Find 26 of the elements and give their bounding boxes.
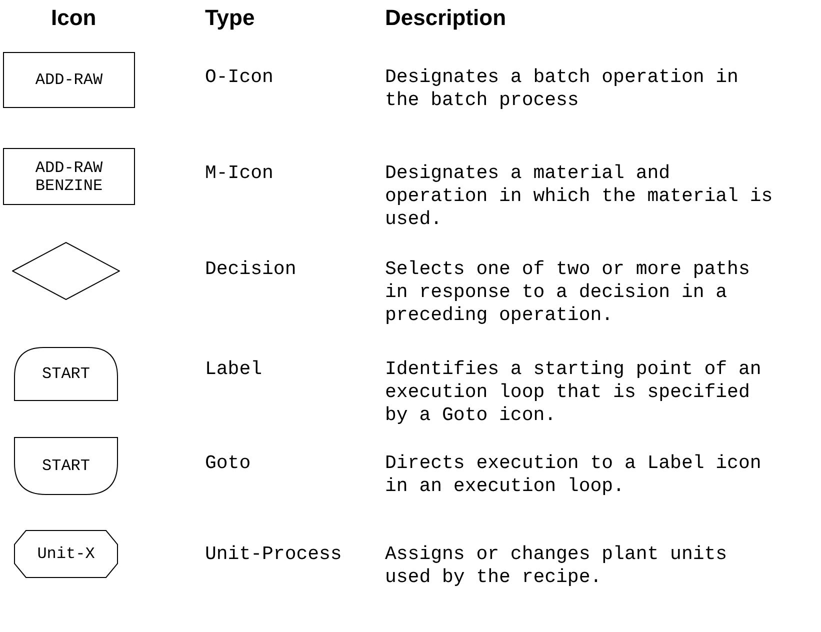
column-header: Type [205, 5, 255, 31]
column-header: Icon [51, 5, 96, 31]
type-name: O-Icon [205, 66, 274, 89]
type-name: Unit-Process [205, 543, 342, 566]
label-shape [14, 347, 118, 401]
description-text: Identifies a starting point of an execution loop that is specified by a Goto icon. [385, 358, 762, 427]
description-text: Designates a material and operation in which the material is used. [385, 162, 773, 231]
shape-text: START [40, 457, 91, 475]
type-name: Decision [205, 258, 296, 281]
shape-text: Unit-X [36, 545, 96, 563]
shape-text: ADD-RAW BENZINE [34, 158, 104, 194]
octagon-shape [14, 530, 118, 578]
type-name: Label [205, 358, 262, 381]
process-box [3, 52, 135, 108]
type-name: M-Icon [205, 162, 274, 185]
description-text: Assigns or changes plant units used by the recipe. [385, 543, 728, 589]
shape-text: ADD-RAW [34, 71, 104, 89]
description-text: Directs execution to a Label icon in an execution loop. [385, 452, 762, 498]
column-header: Description [385, 5, 506, 31]
type-name: Goto [205, 452, 251, 475]
shape-text: START [40, 365, 91, 383]
decision-diamond [12, 242, 120, 300]
goto-shape [14, 437, 118, 495]
description-text: Designates a batch operation in the batch process [385, 66, 740, 112]
description-text: Selects one of two or more paths in response to a decision in a preceding operation. [385, 258, 751, 327]
process-box [3, 148, 135, 205]
